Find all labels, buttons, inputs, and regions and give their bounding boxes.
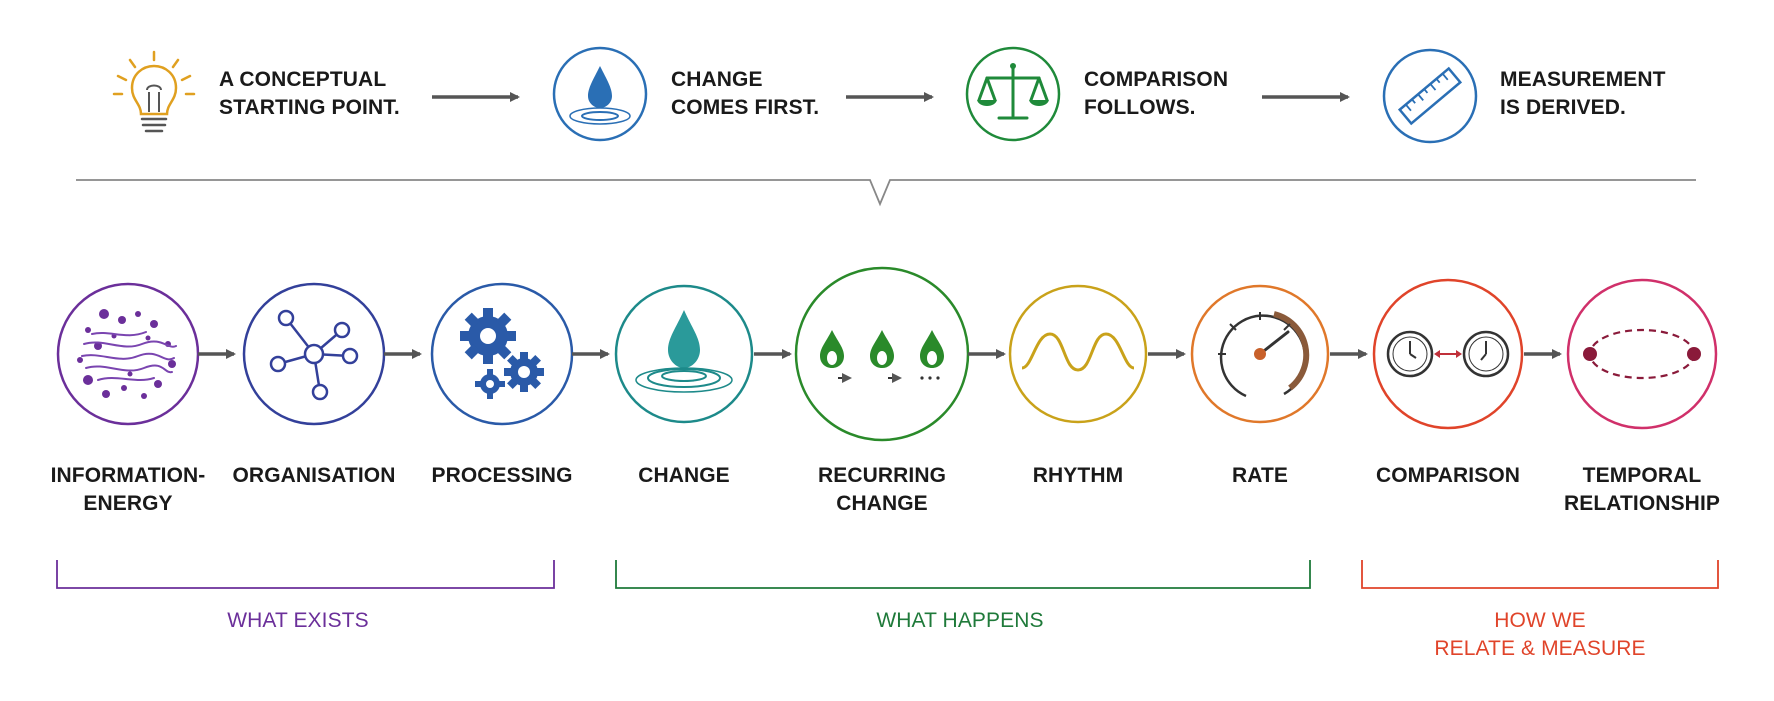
gears-icon: [430, 282, 574, 426]
balance-scale-icon: [965, 46, 1061, 142]
step-label-temporal-relationship: TEMPORAL RELATIONSHIP: [1564, 464, 1720, 515]
step-label-rhythm: RHYTHM: [1032, 464, 1124, 487]
stage-label-comparison-follows: COMPARISON FOLLOWS.: [1084, 68, 1229, 119]
stage-label-measurement-derived: MEASUREMENT IS DERIVED.: [1500, 68, 1666, 119]
step-label-comparison: COMPARISON: [1375, 464, 1521, 487]
group-label-what-exists: WHAT EXISTS: [227, 609, 369, 632]
stage-label-change-first: CHANGE COMES FIRST.: [671, 68, 820, 119]
section-divider: [76, 179, 1696, 207]
clocks-compare-icon: [1372, 278, 1524, 430]
bracket-how-we-relate: [1361, 560, 1719, 589]
gauge-icon: [1190, 284, 1330, 424]
group-label-how-we-relate: HOW WE RELATE & MEASURE: [1434, 609, 1646, 660]
ruler-icon: [1382, 48, 1478, 144]
stage-label-starting-point: A CONCEPTUAL STARTING POINT.: [219, 68, 400, 119]
linked-points-icon: [1566, 278, 1718, 430]
bracket-what-happens: [615, 560, 1311, 589]
step-label-processing: PROCESSING: [431, 464, 573, 487]
step-label-recurring-change: RECURRING CHANGE: [817, 464, 947, 515]
bracket-what-exists: [56, 560, 555, 589]
network-icon: [242, 282, 386, 426]
water-drop-icon: [552, 46, 648, 142]
step-label-organisation: ORGANISATION: [232, 464, 396, 487]
sine-wave-icon: [1008, 284, 1148, 424]
lightbulb-icon: [112, 50, 196, 133]
step-label-rate: RATE: [1231, 464, 1288, 487]
step-label-change: CHANGE: [638, 464, 730, 487]
group-label-what-happens: WHAT HAPPENS: [876, 609, 1044, 632]
step-label-information-energy: INFORMATION- ENERGY: [50, 464, 206, 515]
ripple-drop-icon: [614, 284, 754, 424]
repeating-drops-icon: [794, 266, 970, 442]
particles-icon: [56, 282, 200, 426]
